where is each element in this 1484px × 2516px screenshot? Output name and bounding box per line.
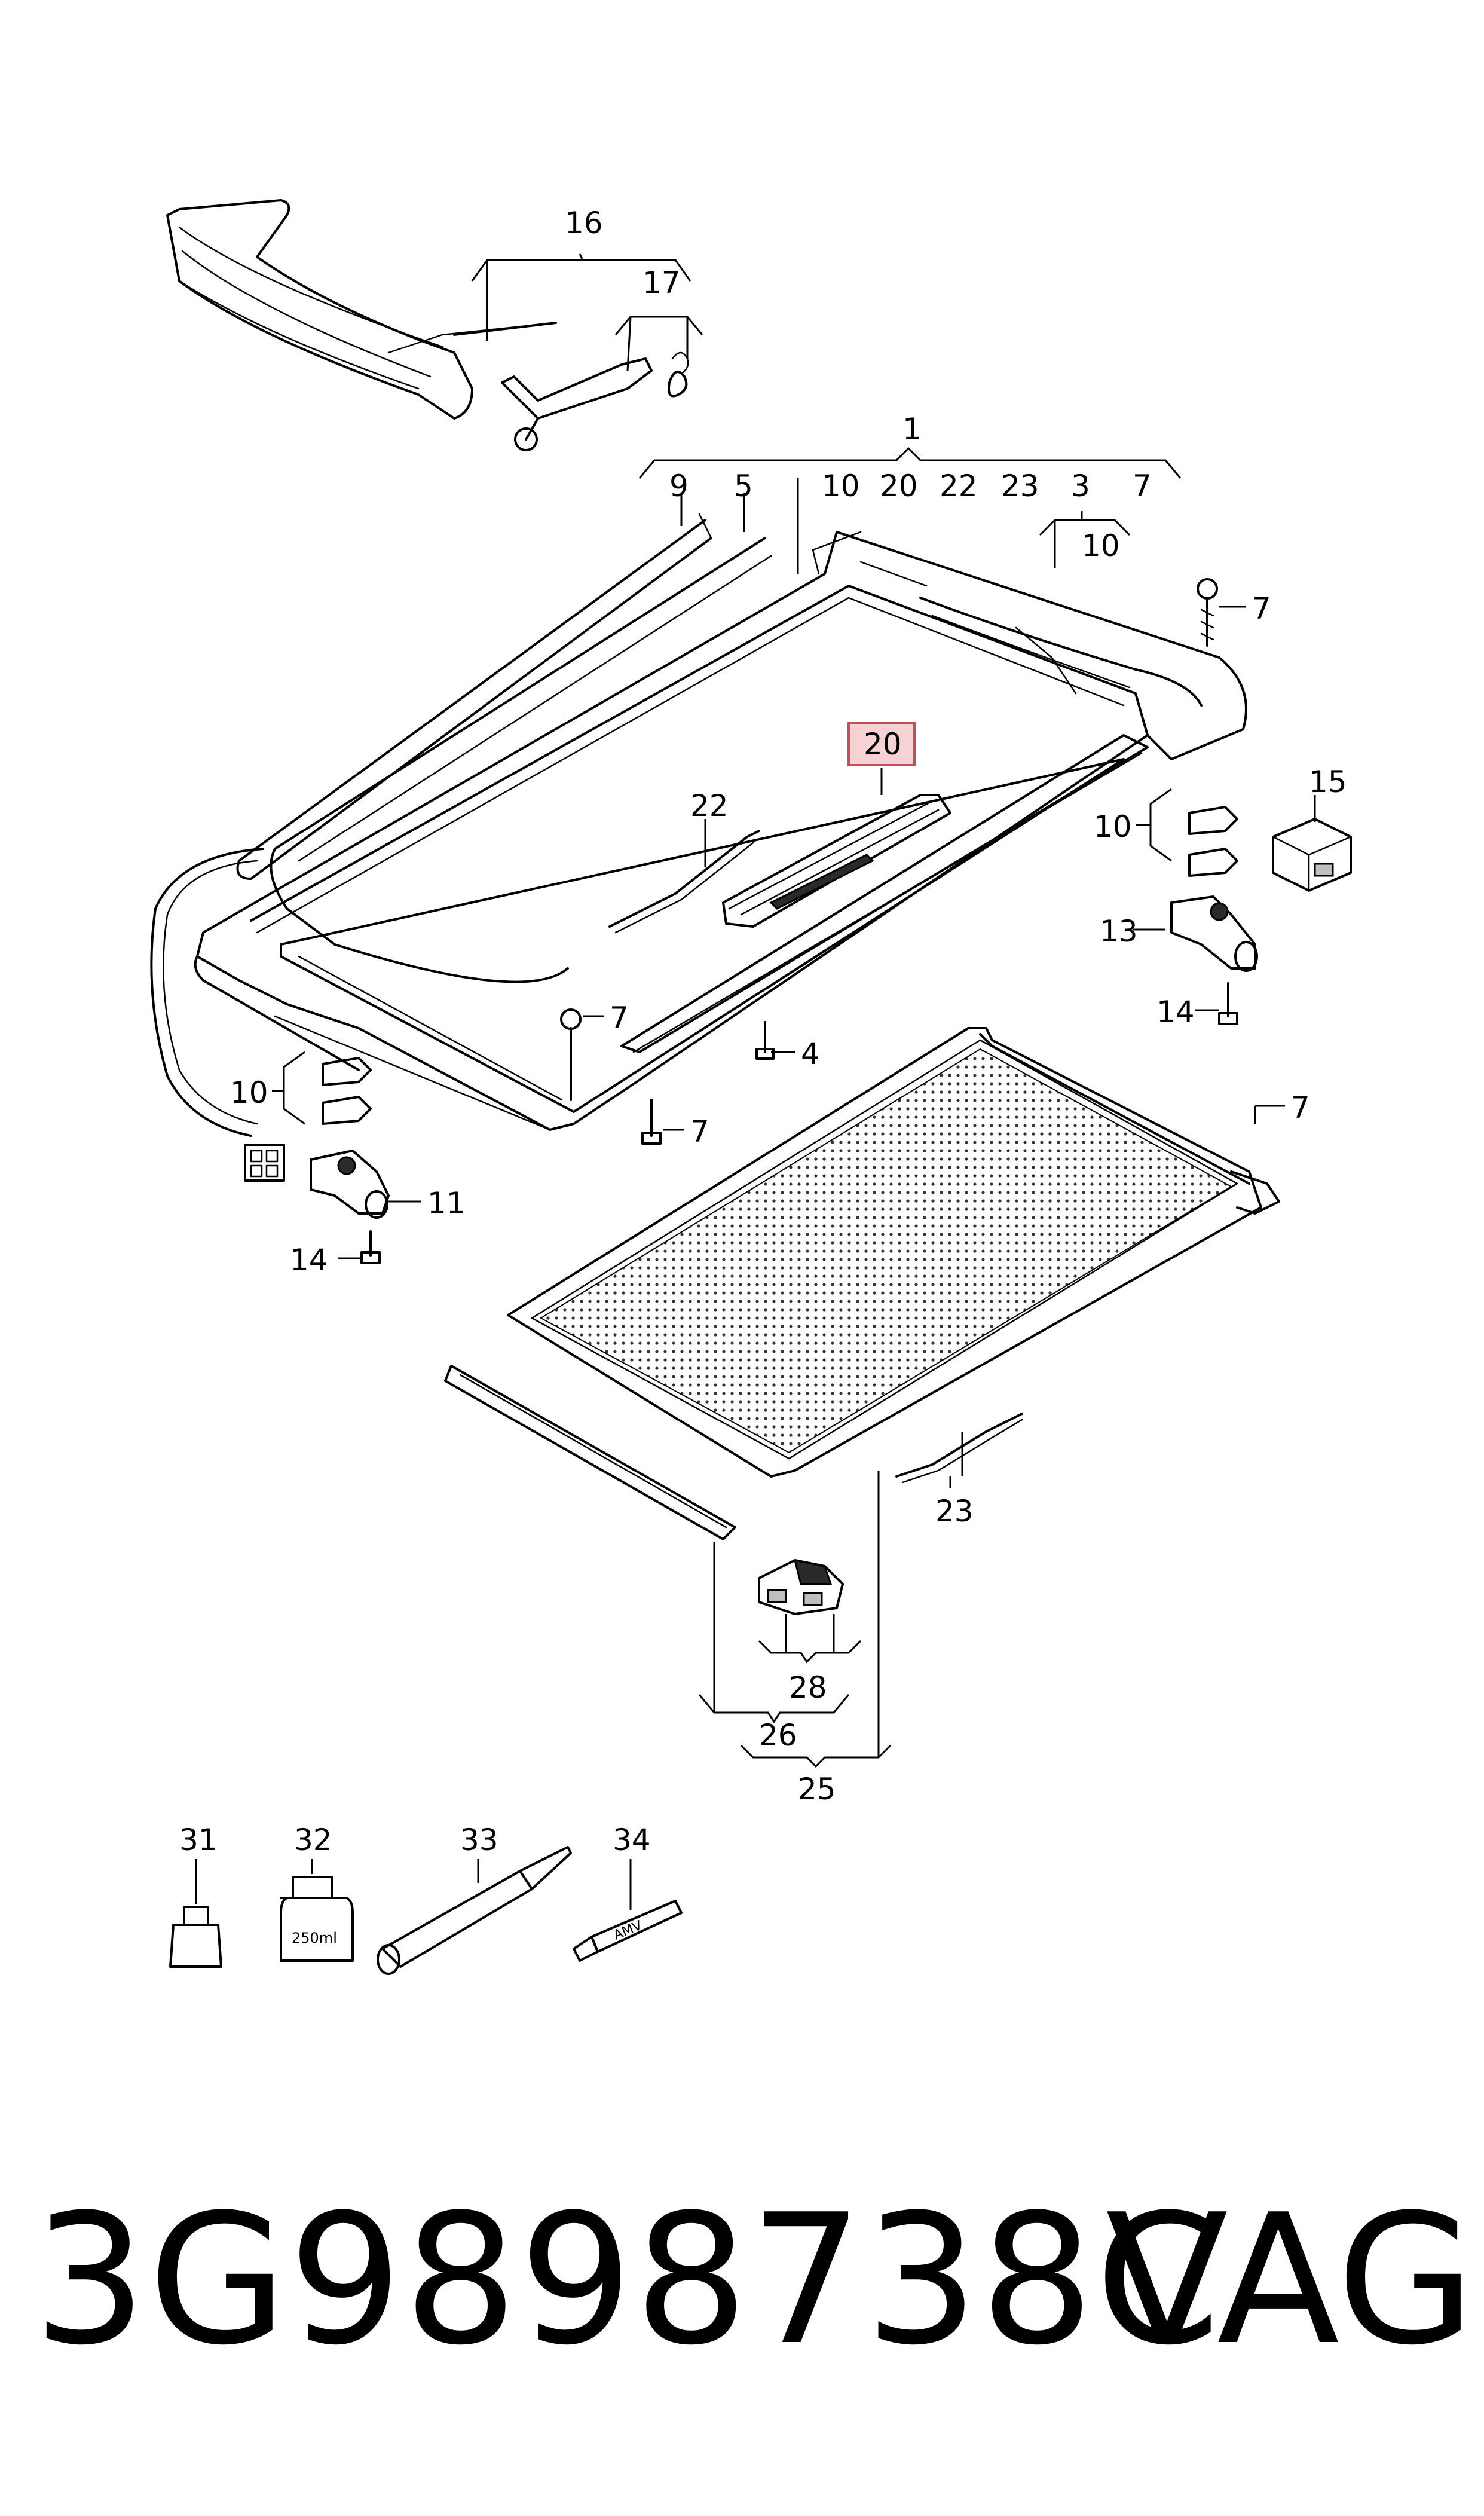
bracket-part-10-left-b[interactable] [322,1096,372,1125]
callout-7-right: 7 [1291,1090,1310,1125]
tube-part-34[interactable]: AMV [573,1900,683,1962]
callout-34: 34 [613,1823,651,1857]
leader-lines [195,253,1316,1910]
sunshade-blind-part-25[interactable] [507,1027,1280,1478]
screw-part-14-right[interactable] [1218,982,1238,1025]
callout-26: 26 [759,1718,797,1753]
cartridge-part-33[interactable] [377,1846,572,1975]
drain-hose[interactable] [150,848,264,1137]
callout-9: 9 [669,469,689,503]
wind-deflector-part-16[interactable] [166,199,557,420]
callout-22-top: 22 [940,469,978,503]
callout-23: 23 [935,1494,974,1528]
clip-part-28[interactable] [758,1559,844,1615]
callout-16: 16 [565,206,603,240]
callout-33: 33 [460,1823,498,1857]
screw-part-7-top-right[interactable] [1197,578,1218,647]
callout-1: 1 [902,412,922,447]
callout-15: 15 [1309,765,1347,799]
bracket-part-10-left-a[interactable] [322,1057,372,1086]
bracket-part-10-right-a[interactable] [1188,806,1238,835]
screw-part-14-left[interactable] [360,1230,381,1264]
callout-14-left: 14 [290,1243,328,1277]
callout-7-center: 7 [610,1001,629,1035]
deflector-arm-part-17[interactable] [501,351,689,451]
callout-32: 32 [294,1823,332,1857]
guide-mechanism-part-20[interactable] [722,794,951,928]
callout-10-right: 10 [1094,809,1132,844]
callout-20-top: 20 [880,469,918,503]
callout-10-left: 10 [230,1075,268,1110]
highlight-box-part-20 [847,722,916,766]
callout-31: 31 [179,1823,218,1857]
callout-22: 22 [690,788,729,823]
jar-label: 250ml [292,1930,337,1946]
control-unit-part-15[interactable] [1272,818,1352,892]
brand-name: VAG [1106,2176,1476,2384]
callout-10-frame: 10 [1082,528,1120,563]
callout-labels: 16 17 1 9 5 10 20 22 23 3 7 10 7 20 22 1… [179,206,1347,1857]
callout-4: 4 [801,1037,820,1071]
screw-part-7-bottom[interactable] [641,1099,662,1145]
seal-part-5[interactable] [270,537,772,983]
callout-7-top: 7 [1133,469,1152,503]
bottle-part-31[interactable] [169,1906,222,1968]
callout-23-top: 23 [1001,469,1039,503]
motor-part-11[interactable] [310,1150,390,1219]
drive-cable-part-22[interactable] [608,830,760,934]
bracket-part-10-right-b[interactable] [1188,848,1238,877]
callout-5: 5 [734,469,753,503]
jar-part-32[interactable]: 250ml [280,1876,354,1962]
callout-17: 17 [642,265,681,300]
callout-25: 25 [798,1772,836,1806]
motor-part-13[interactable] [1170,895,1258,972]
callout-3: 3 [1071,469,1090,503]
connector-plug[interactable] [244,1144,285,1182]
callout-28: 28 [789,1670,827,1705]
callout-14-right: 14 [1156,995,1195,1029]
screw-part-7-center[interactable] [560,1008,582,1101]
callout-10-top: 10 [822,469,860,503]
sunshade-mesh [539,1048,1233,1454]
screw-part-4[interactable] [755,1021,775,1060]
seal-part-9[interactable] [236,513,712,880]
roof-frame-part-1[interactable] [194,531,1247,1131]
guide-strip-part-26[interactable] [444,1365,736,1540]
callout-7-bottom: 7 [690,1114,709,1149]
callout-7-screw-top: 7 [1252,591,1271,626]
callout-13: 13 [1100,914,1138,949]
callout-20-highlight: 20 [864,727,902,762]
drive-cable-part-23[interactable] [895,1413,1023,1484]
part-number: 3G9898738C [33,2176,1222,2384]
callout-11: 11 [427,1186,466,1221]
